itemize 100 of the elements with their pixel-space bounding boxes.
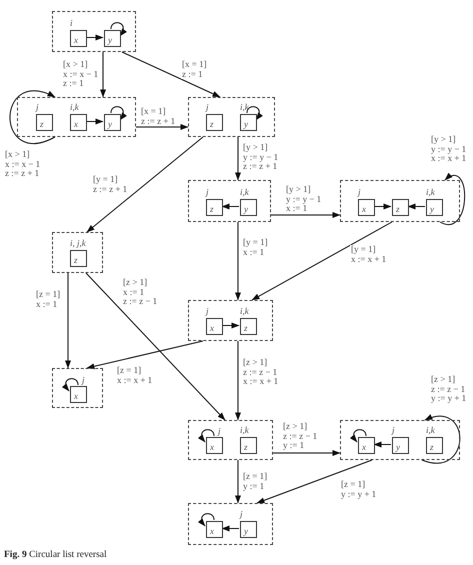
pointer-label: i,k: [240, 307, 249, 316]
pointer-label: j: [82, 376, 85, 385]
list-cell: z: [206, 114, 223, 131]
arrow: [272, 450, 340, 456]
pointer-label: j: [392, 426, 395, 435]
arrow: [256, 460, 373, 504]
list-cell: z: [206, 199, 223, 216]
state-box: [188, 180, 271, 222]
pointer-label: i: [70, 19, 73, 28]
edge-label: [y > 1] y := y − 1 z := z + 1: [242, 143, 280, 172]
list-cell: z: [240, 318, 257, 335]
list-cell: z: [240, 437, 257, 454]
list-cell: y: [240, 199, 257, 216]
edge-label: [x > 1] x := x − 1 z := 1: [62, 60, 100, 88]
list-cell: x: [206, 521, 223, 538]
state-box: [17, 97, 136, 137]
loop-arrow: [110, 22, 127, 36]
arrow: [374, 442, 392, 448]
loop-arrow: [110, 106, 127, 120]
loop-arrow: [421, 414, 460, 464]
arrow: [65, 272, 72, 368]
edge-label: [z = 1] x := 1: [35, 290, 62, 309]
list-cell: z: [392, 199, 409, 216]
state-box: [52, 232, 103, 273]
arrow: [86, 136, 204, 232]
list-cell: x: [206, 318, 223, 335]
arrow: [234, 340, 241, 420]
edge-label: [x = 1] z := 1: [181, 60, 208, 79]
arrow: [100, 52, 106, 98]
edge-label: [z = 1] x := x + 1: [116, 366, 154, 385]
loop-arrow: [350, 429, 366, 442]
state-box: [188, 503, 273, 545]
list-cell: x: [358, 199, 375, 216]
list-cell: x: [70, 114, 87, 131]
pointer-label: j: [218, 427, 221, 436]
arrow: [136, 124, 188, 130]
arrow: [86, 340, 204, 370]
edge-label: [z = 1] y := y + 1: [340, 480, 378, 499]
pointer-label: i,k: [240, 426, 249, 435]
list-cell: z: [36, 114, 53, 131]
pointer-label: i,k: [240, 103, 249, 112]
pointer-label: j: [206, 307, 209, 316]
pointer-label: i,k: [240, 188, 249, 197]
edge-label: [z > 1] x := 1 z := z − 1: [122, 278, 158, 306]
loop-arrow: [62, 378, 78, 392]
arrow: [252, 222, 392, 300]
pointer-label: i,k: [70, 103, 79, 112]
pointer-label: i,k: [426, 426, 435, 435]
state-box: [188, 97, 275, 137]
edge-label: [x = 1] z := z + 1: [140, 107, 176, 126]
state-box: [188, 420, 273, 460]
loop-arrow: [439, 173, 466, 225]
arrow: [234, 460, 241, 504]
loop-arrow: [198, 513, 214, 526]
arrow: [222, 204, 240, 210]
list-cell: z: [70, 250, 87, 267]
state-box: [52, 11, 136, 52]
arrow: [234, 136, 241, 180]
state-box: [52, 368, 103, 408]
arrow: [86, 118, 104, 124]
pointer-label: j: [240, 510, 243, 519]
edge-label: [z > 1] z := z − 1 x := x + 1: [242, 358, 280, 386]
state-box: [340, 420, 460, 460]
edge-label: [y = 1] x := 1: [242, 238, 269, 257]
pointer-label: j: [206, 188, 209, 197]
pointer-label: j: [36, 103, 39, 112]
list-cell: y: [240, 114, 257, 131]
edge-label: [y = 1] z := z + 1: [92, 175, 128, 194]
edge-label: [x > 1] x := x − 1 z := z + 1: [4, 150, 42, 178]
list-cell: y: [426, 199, 443, 216]
loop-arrow: [198, 429, 214, 442]
loop-arrow: [246, 106, 263, 120]
figure-caption: Fig. 9 Circular list reversal: [4, 550, 107, 560]
edge-label: [z = 1] y := 1: [242, 472, 268, 491]
edge-label: [z > 1] z := z − 1 y := 1: [282, 422, 318, 450]
edge-label: [y > 1] y := y − 1 x := 1: [285, 185, 322, 214]
arrow: [86, 34, 104, 40]
edge-label: [y = 1] x := x + 1: [350, 245, 388, 264]
list-cell: z: [426, 437, 443, 454]
arrow: [374, 204, 392, 210]
arrow: [222, 322, 240, 328]
arrow: [86, 272, 226, 420]
loop-arrow: [9, 90, 56, 144]
pointer-label: j: [358, 188, 361, 197]
list-cell: x: [70, 386, 87, 403]
pointer-label: i, j,k: [70, 239, 86, 248]
arrow: [270, 212, 340, 218]
pointer-label: i,k: [426, 188, 435, 197]
list-cell: x: [206, 437, 223, 454]
state-box: [188, 300, 273, 341]
edge-label: [z > 1] z := z − 1 y := y + 1: [430, 375, 468, 404]
arrow: [234, 222, 241, 300]
arrow: [121, 52, 221, 98]
list-cell: y: [104, 114, 121, 131]
list-cell: x: [70, 30, 87, 47]
list-cell: y: [104, 30, 121, 47]
list-cell: y: [392, 437, 409, 454]
arrow: [408, 204, 426, 210]
pointer-label: j: [206, 103, 209, 112]
list-cell: x: [358, 437, 375, 454]
